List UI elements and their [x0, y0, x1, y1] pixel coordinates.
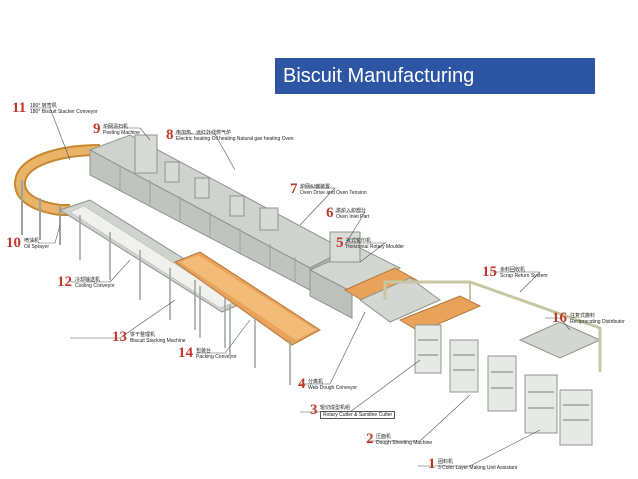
callout-number: 14 — [178, 345, 193, 361]
sheeting-machines — [398, 295, 602, 446]
callout-number: 2 — [366, 431, 374, 447]
callout-label-en: Dough Sheeting Machine — [376, 440, 433, 446]
callout-label-en: 180° Biscuit Stacker Conveyor — [30, 109, 98, 115]
callout-label-cn: 炉网清扫机 — [103, 124, 129, 130]
callout-number: 8 — [166, 127, 174, 143]
callout-label-cn: 辊切成型机组 — [320, 405, 351, 411]
callout-number: 1 — [428, 456, 436, 472]
callout-label-en: Cooling Conveyor — [75, 283, 115, 289]
turn-conveyor — [13, 144, 101, 245]
callout-label-cn: 拆式辊印机 — [346, 238, 372, 244]
callout-number: 4 — [298, 376, 306, 392]
callout-label-cn: 180° 转弯机 — [30, 103, 57, 109]
callout-label-cn: 电加热、远红外线燃气炉 — [176, 130, 232, 136]
callout-label-en: Oil Sprayer — [24, 244, 50, 250]
callout-number: 7 — [290, 181, 298, 197]
callout-number: 9 — [93, 121, 101, 137]
callout-number: 16 — [552, 310, 567, 326]
callout-label-cn: 烘炉入炉部分 — [336, 208, 367, 214]
callout-label-cn: 往复式撒料 — [570, 313, 596, 319]
cooling-conveyor — [58, 199, 252, 355]
callout-label-cn: 压面机 — [376, 434, 392, 440]
callout-label-en: 3 Color Layer Making Unit Assistant — [438, 465, 518, 471]
oven — [88, 134, 347, 291]
callout-label-cn: 炉网纠偏装置 — [300, 184, 331, 190]
callout-label-cn: 余料回收机 — [500, 267, 526, 273]
callout-label-en: Scrap Return System — [500, 273, 548, 279]
slide-title: Biscuit Manufacturing — [275, 58, 595, 94]
callout-label-en: Biscuit Stacking Machine — [130, 338, 186, 344]
callout-label-en: Packing Conveyor — [196, 354, 237, 360]
callout-number: 10 — [6, 235, 21, 251]
callout-label-en: Web Dough Conveyor — [308, 385, 358, 391]
forming-section — [308, 231, 441, 323]
callout-label-en: Oven Drive and Oven Tension — [300, 190, 367, 196]
callout-number: 3 — [310, 402, 318, 418]
callout-label-en: Oven Inlet Part — [336, 214, 370, 220]
callout-number: 11 — [12, 100, 27, 116]
packing-conveyor — [173, 251, 321, 385]
callout-number: 6 — [326, 205, 334, 221]
callout-number: 12 — [57, 274, 72, 290]
callout-number: 15 — [482, 264, 497, 280]
callout-number: 5 — [336, 235, 344, 251]
callout-label-cn: 包装台 — [196, 348, 212, 354]
callout-label-cn: 喷油机 — [24, 238, 40, 244]
callout-label-cn: 分离机 — [308, 379, 324, 385]
callout-label-en: Rotary Cutter & Sandine Cutter — [320, 411, 396, 419]
scrap-return-frame — [383, 280, 602, 372]
callout-label-en: Horizontal Rotary Moulder — [346, 244, 405, 250]
callout-label-en: Reciprocating Distributor — [570, 319, 625, 325]
callout-label-en: Peeling Machine — [103, 130, 140, 136]
callout-label-en: Electric heating Oil heating Natural gas… — [176, 136, 294, 142]
callout-number: 13 — [112, 329, 127, 345]
callout-label-cn: 冷却输送机 — [75, 277, 101, 283]
callout-label-cn: 饼干整理机 — [130, 332, 156, 338]
callout-label-cn: 固料机 — [438, 459, 454, 465]
leader-lines — [30, 107, 571, 467]
